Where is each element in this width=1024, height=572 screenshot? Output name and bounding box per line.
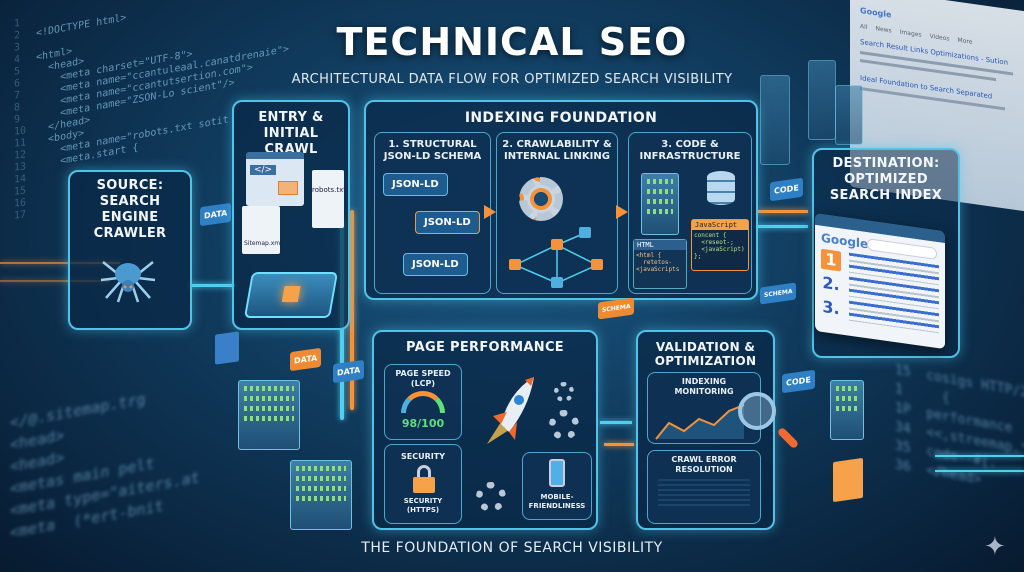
lock-icon (413, 465, 435, 493)
smartphone-icon (549, 459, 565, 487)
javascript-label: JavaScript (692, 220, 748, 230)
schema-tag: SCHEMA (598, 297, 635, 320)
link-graph-icon (507, 225, 607, 290)
html-code-box: HTML <html { retetos- <javaScripts (633, 239, 687, 289)
flow-line (0, 262, 120, 264)
line-chart-icon (655, 404, 745, 440)
flow-line (758, 210, 808, 213)
json-ld-node: JSON-LD (383, 173, 448, 196)
gear-icon (519, 177, 563, 221)
flow-line (350, 210, 354, 410)
mobile-friendliness-panel: MOBILE-FRIENDLINESS (522, 452, 592, 520)
security-title: SECURITY (401, 452, 445, 461)
destination-title: DESTINATION: OPTIMIZED SEARCH INDEX (829, 156, 943, 203)
mobile-friendliness-title: MOBILE-FRIENDLINESS (528, 493, 586, 510)
building-icon (808, 60, 836, 140)
json-ld-node: JSON-LD (415, 211, 480, 234)
javascript-code: concent { <reseot-; <javaScript) }; (694, 232, 745, 260)
server-rack-icon (641, 173, 679, 235)
security-caption: SECURITY (HTTPS) (403, 497, 443, 514)
rank-number: 2. (822, 272, 840, 295)
structural-schema-title: 1. STRUCTURAL JSON-LD SCHEMA (383, 139, 482, 162)
error-log-code (658, 479, 750, 509)
rank-number: 3. (822, 296, 840, 319)
flow-arrow (600, 421, 632, 424)
magnifier-handle (776, 426, 800, 450)
server-icon (290, 460, 352, 530)
crawlability-title: 2. CRAWLABILITY & INTERNAL LINKING (502, 139, 612, 162)
code-infrastructure-panel: 3. CODE & INFRASTRUCTURE HTML <html { re… (628, 132, 752, 294)
sitemap-file-icon: Sitemap.xml (242, 206, 282, 254)
validation-panel: VALIDATION & OPTIMIZATION INDEXING MONIT… (636, 330, 800, 530)
source-title: SOURCE: SEARCH ENGINE CRAWLER (93, 178, 167, 241)
crawl-error-title: CRAWL ERROR RESOLUTION (671, 455, 737, 474)
code-glyph: </> (250, 165, 276, 175)
rocket-icon (479, 372, 539, 452)
json-ld-node: JSON-LD (403, 253, 468, 276)
data-tag: DATA (290, 347, 322, 372)
schema-tag: SCHEMA (760, 282, 797, 305)
page-title: TECHNICAL SEO (336, 20, 688, 64)
code-line-number: 17 (14, 209, 27, 222)
database-icon (707, 171, 735, 205)
javascript-code-box: JavaScript concent { <reseot-; <javaScri… (691, 219, 749, 271)
robots-file-icon: robots.txt (312, 170, 346, 228)
page-performance-panel: PAGE PERFORMANCE PAGE SPEED (LCP) 98/100… (372, 330, 598, 530)
security-panel: SECURITY SECURITY (HTTPS) (384, 444, 462, 524)
flow-line (190, 284, 235, 287)
flow-arrow (604, 443, 634, 446)
gear-icon (549, 410, 579, 440)
code-tag: CODE (782, 369, 815, 394)
entry-panel: ENTRY & INITIAL CRAWL </> robots.txt Sit… (232, 100, 350, 330)
footer-text: THE FOUNDATION OF SEARCH VISIBILITY (361, 540, 663, 556)
page-speed-score: 98/100 (401, 417, 445, 430)
page-speed-panel: PAGE SPEED (LCP) 98/100 (384, 364, 462, 440)
page-subtitle: ARCHITECTURAL DATA FLOW FOR OPTIMIZED SE… (291, 72, 733, 87)
source-panel: SOURCE: SEARCH ENGINE CRAWLER (68, 170, 192, 330)
html-code: <html { retetos- <javaScripts (636, 252, 680, 273)
indexing-foundation-panel: INDEXING FOUNDATION 1. STRUCTURAL JSON-L… (364, 100, 758, 300)
spider-icon (98, 244, 158, 304)
gear-icon (476, 482, 506, 512)
page-performance-title: PAGE PERFORMANCE (406, 340, 564, 355)
document-icon (215, 331, 239, 365)
flow-line (0, 280, 110, 282)
structural-schema-panel: 1. STRUCTURAL JSON-LD SCHEMA JSON-LD JSO… (374, 132, 491, 294)
magnifier-icon (738, 392, 776, 430)
indexing-title: INDEXING FOUNDATION (464, 110, 658, 126)
crawl-error-panel: CRAWL ERROR RESOLUTION (647, 450, 761, 524)
flow-line (758, 225, 808, 228)
data-tag: DATA (200, 202, 232, 227)
validation-title: VALIDATION & OPTIMIZATION (654, 340, 757, 368)
server-icon (238, 380, 300, 450)
code-tag: CODE (770, 177, 803, 202)
browser-code-icon: </> (246, 152, 304, 206)
background-code-left-bottom: </@.sitemap.trg<head><head><metas main p… (10, 378, 200, 543)
code-infrastructure-title: 3. CODE & INFRASTRUCTURE (639, 139, 741, 162)
data-tag: DATA (333, 359, 365, 384)
indexing-monitoring-panel: INDEXING MONITORING (647, 372, 761, 444)
speedometer-icon (401, 391, 445, 413)
sparkle-icon: ✦ (984, 532, 1006, 562)
page-speed-title: PAGE SPEED (LCP) (395, 369, 451, 388)
document-icon (833, 457, 863, 503)
gear-icon (554, 382, 574, 402)
crawlability-panel: 2. CRAWLABILITY & INTERNAL LINKING (496, 132, 618, 294)
building-icon (760, 75, 790, 165)
arrow-right-icon (484, 205, 496, 219)
html-label: HTML (634, 240, 686, 250)
flow-line (935, 470, 1024, 472)
entry-title: ENTRY & INITIAL CRAWL (258, 110, 324, 157)
server-icon (830, 380, 864, 440)
flow-line (935, 455, 1024, 457)
crawl-platform-icon (243, 272, 339, 318)
building-icon (835, 85, 863, 145)
rank-number: 1 (821, 248, 841, 272)
indexing-monitoring-title: INDEXING MONITORING (674, 377, 734, 396)
arrow-right-icon (616, 205, 628, 219)
